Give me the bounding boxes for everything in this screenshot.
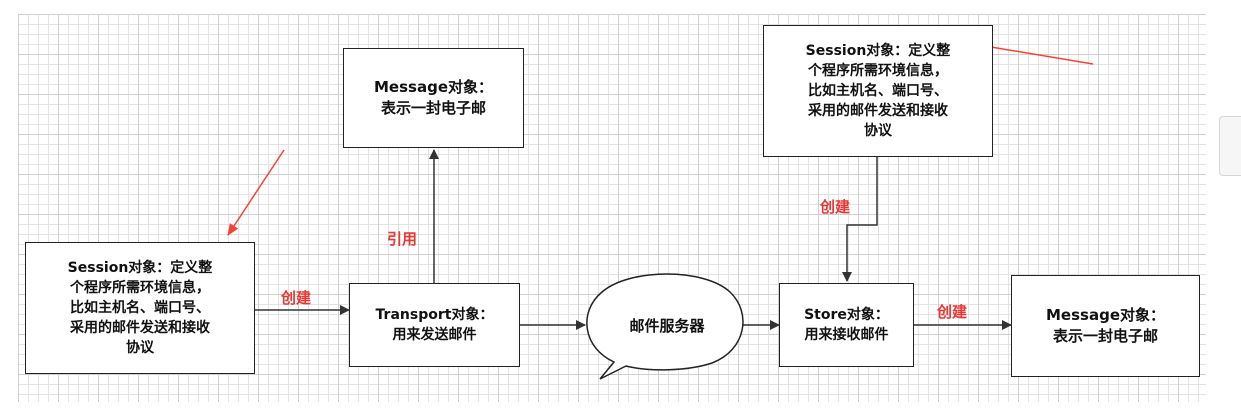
store-box: Store对象： 用来接收邮件 — [779, 283, 914, 367]
edge-label-reference: 引用 — [387, 230, 418, 248]
session-left-box: Session对象：定义整 个程序所需环境信息， 比如主机名、端口号、 采用的邮… — [25, 242, 255, 374]
transport-box: Transport对象： 用来发送邮件 — [349, 283, 520, 367]
message-top-text: Message对象： 表示一封电子邮 — [374, 78, 493, 117]
session-right-text: Session对象：定义整 个程序所需环境信息， 比如主机名、端口号、 采用的邮… — [805, 43, 951, 139]
message-right-text: Message对象： 表示一封电子邮 — [1046, 306, 1165, 345]
transport-text: Transport对象： 用来发送邮件 — [375, 307, 494, 343]
mail-server-label: 邮件服务器 — [629, 316, 705, 335]
edge-label-create-2: 创建 — [820, 198, 851, 216]
grid-background — [18, 14, 1206, 402]
edge-label-create-1: 创建 — [281, 289, 312, 307]
edge-session-to-store — [842, 157, 878, 282]
store-text: Store对象： 用来接收邮件 — [804, 307, 889, 343]
side-panel-tab[interactable] — [1219, 116, 1241, 176]
session-left-text: Session对象：定义整 个程序所需环境信息， 比如主机名、端口号、 采用的邮… — [67, 260, 213, 356]
message-right-box: Message对象： 表示一封电子邮 — [1011, 275, 1200, 377]
edge-label-create-3: 创建 — [937, 303, 968, 321]
mail-server-bubble — [586, 273, 744, 380]
annotation-arrow-left — [227, 149, 285, 236]
message-top-box: Message对象： 表示一封电子邮 — [343, 48, 524, 148]
annotation-arrow-right — [978, 41, 1094, 65]
session-right-box: Session对象：定义整 个程序所需环境信息， 比如主机名、端口号、 采用的邮… — [763, 25, 993, 157]
